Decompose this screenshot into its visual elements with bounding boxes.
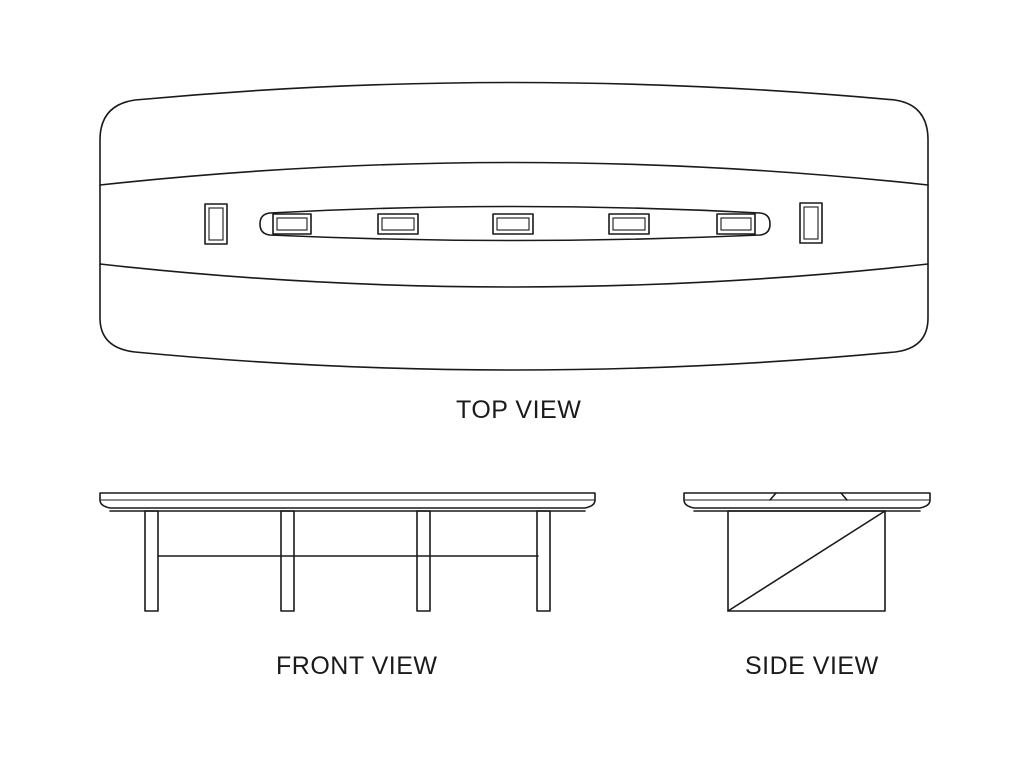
outlet-1 (272, 213, 312, 235)
front-leg-1 (144, 510, 159, 612)
side-view-label: SIDE VIEW (745, 652, 879, 680)
outlet-2 (377, 213, 419, 235)
outlet-3 (492, 213, 534, 235)
side-tray-notch (769, 492, 848, 501)
side-diagonal (727, 510, 886, 612)
inner-seam-upper (99, 161, 929, 186)
front-leg-3 (416, 510, 431, 612)
front-tabletop (99, 492, 596, 509)
front-leg-4 (536, 510, 551, 612)
side-outlet-left (204, 203, 228, 245)
side-base-panel (727, 510, 886, 612)
front-view-label: FRONT VIEW (276, 652, 438, 680)
side-tabletop (683, 492, 931, 509)
tray-outlets (272, 213, 756, 235)
side-view (683, 492, 931, 612)
front-view (99, 492, 596, 612)
outlet-5 (716, 213, 756, 235)
cable-tray-slot (259, 205, 771, 242)
front-leg-2 (280, 510, 295, 612)
side-outlet-right (799, 202, 823, 244)
tabletop-outline (99, 81, 929, 371)
top-view-label: TOP VIEW (456, 396, 582, 424)
top-view (99, 81, 929, 371)
inner-seam-lower (99, 263, 929, 288)
outlet-4 (608, 213, 650, 235)
